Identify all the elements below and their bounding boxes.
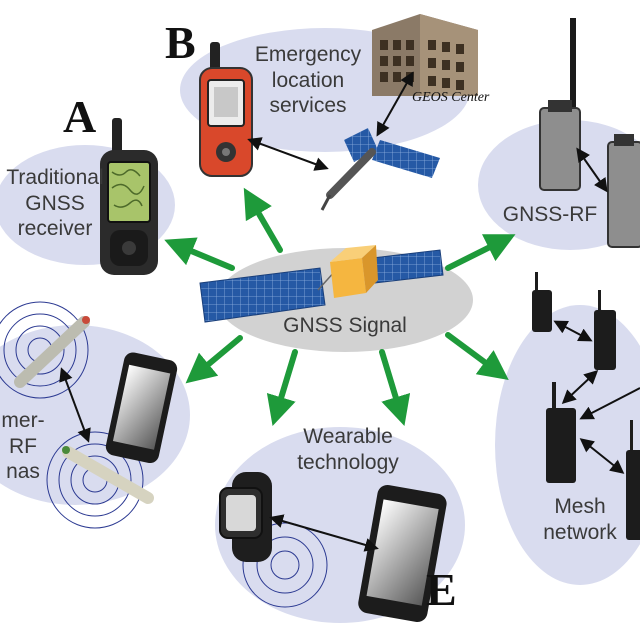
label-c: GNSS-RF — [502, 203, 598, 226]
satellite-left-panel — [199, 267, 326, 323]
label-b-line-1: Emergency — [254, 43, 362, 66]
label-a-line-1: Traditional — [6, 166, 104, 189]
geos-building — [372, 14, 478, 96]
label-letter-e: E — [426, 564, 457, 615]
gnss-rf-radios — [539, 18, 640, 248]
label-e-line-2: technology — [297, 450, 399, 474]
link-satellite-building — [376, 71, 414, 137]
label-d: mer- RF nas — [0, 408, 58, 485]
arrow-to-a — [164, 237, 235, 271]
arrow-to-b — [243, 187, 283, 253]
label-geos-center: GEOS Center — [412, 90, 490, 105]
label-a-line-2: GNSS — [25, 191, 85, 215]
label-d-line-1: mer- — [1, 409, 45, 432]
arrow-to-d — [185, 335, 243, 384]
label-e-line-1: Wearable — [303, 425, 393, 448]
link-beacon-satellite — [247, 137, 329, 171]
label-b-line-3: services — [269, 94, 347, 118]
antenna-sticks — [14, 316, 154, 504]
label-a: Traditional GNSS receiver — [0, 165, 130, 242]
emergency-beacon — [199, 42, 253, 177]
label-letter-a: A — [63, 91, 97, 142]
satellite-cube-side — [362, 245, 378, 293]
center-label: GNSS Signal — [283, 314, 407, 337]
arrow-to-f — [445, 332, 509, 380]
mesh-radios — [532, 272, 640, 540]
link-watch-phone — [269, 514, 379, 552]
smartphone-e — [358, 484, 447, 622]
gps-receiver-device — [100, 118, 158, 275]
smartwatch — [219, 472, 272, 562]
satellite-cube-front — [330, 258, 366, 298]
arrow-to-e2 — [379, 349, 411, 427]
label-b: Emergency location services — [238, 42, 378, 119]
label-b-line-2: location — [271, 68, 345, 92]
satellite-cube-top — [330, 245, 376, 262]
mesh-links — [553, 320, 640, 474]
gnss-satellite — [199, 245, 444, 323]
arrow-to-c — [445, 234, 516, 271]
label-e: Wearable technology — [278, 424, 418, 475]
label-d-line-2: RF — [9, 434, 37, 458]
label-f-line-1: Mesh — [554, 495, 606, 518]
arrow-to-e1 — [266, 349, 298, 427]
label-f-line-2: network — [543, 520, 617, 544]
label-d-line-3: nas — [6, 460, 40, 484]
label-f: Mesh network — [525, 494, 635, 545]
signal-arrows — [164, 187, 516, 427]
smartphone-d — [105, 352, 178, 464]
label-a-line-3: receiver — [17, 217, 93, 241]
emergency-satellite — [320, 128, 440, 211]
label-letter-b: B — [165, 17, 196, 68]
